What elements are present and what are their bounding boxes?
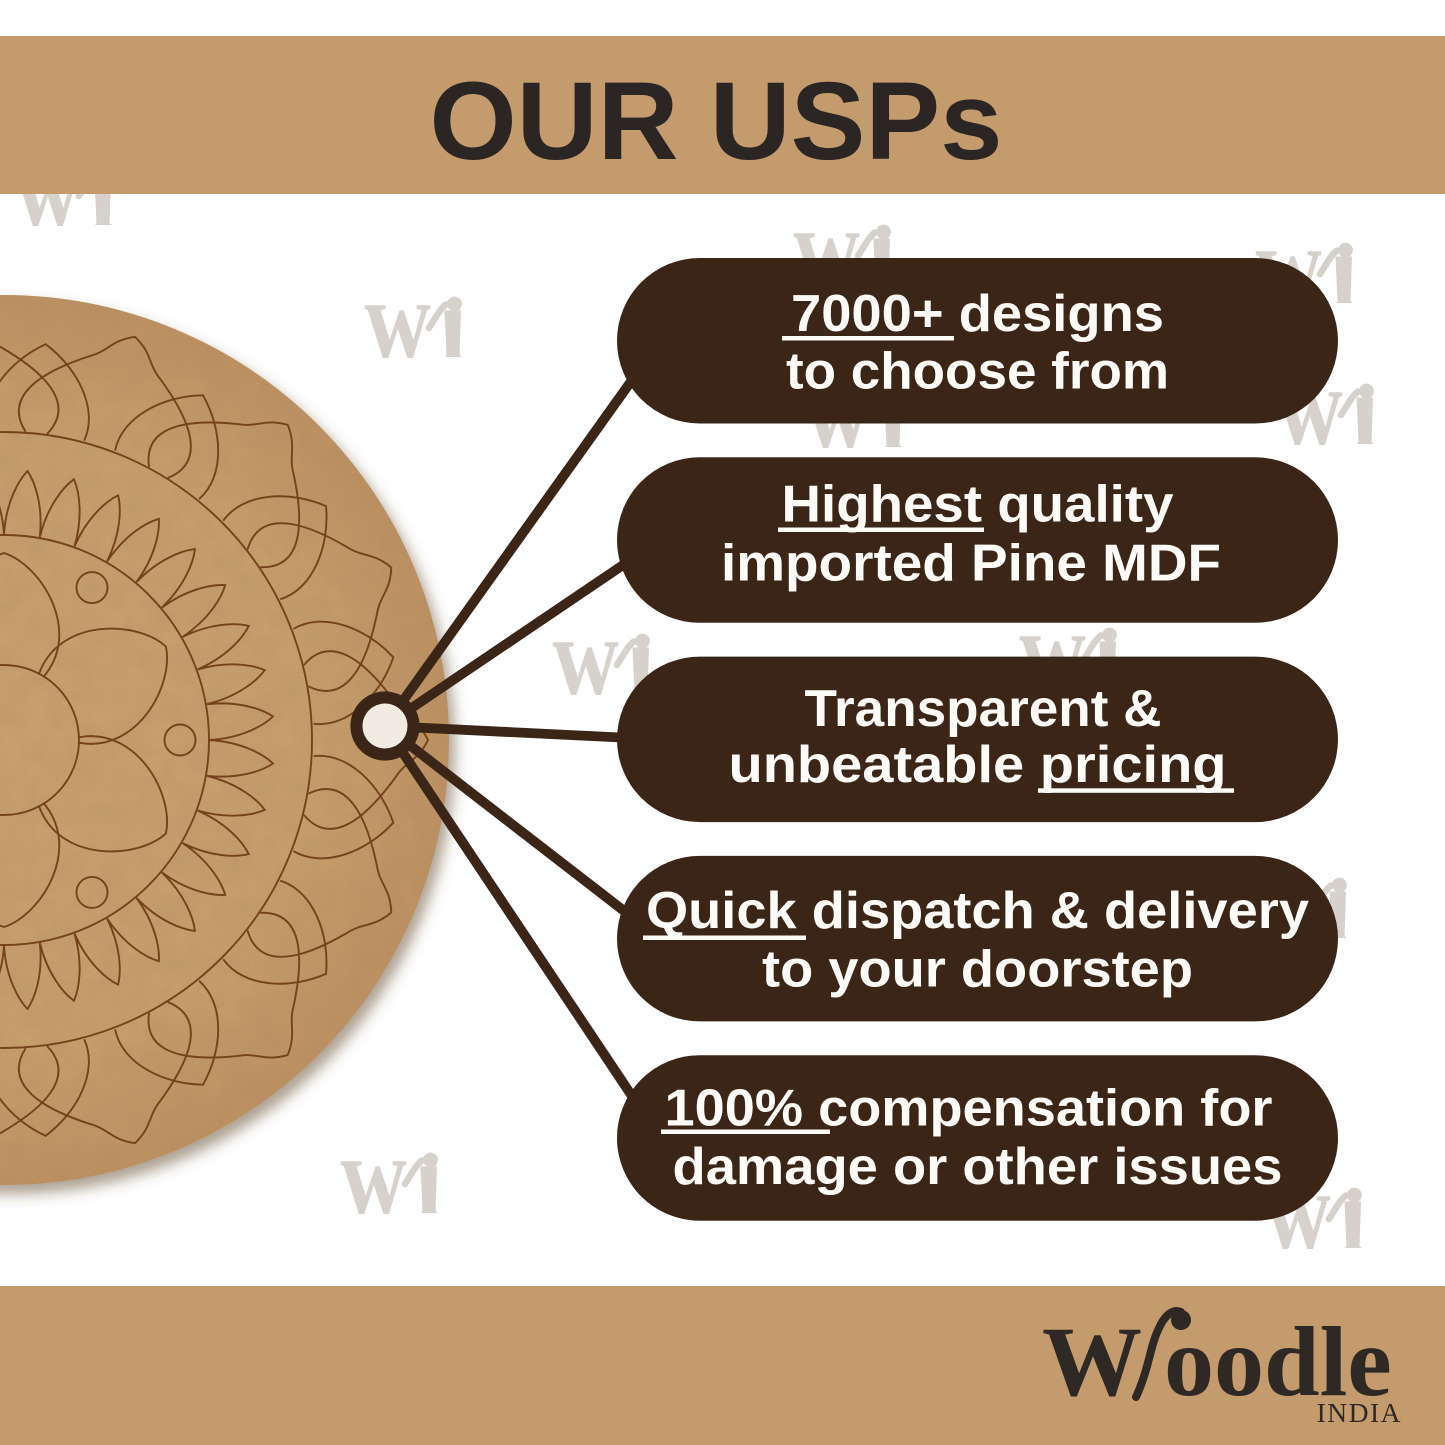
svg-text:damage or other issues: damage or other issues xyxy=(673,1137,1283,1195)
svg-text:to your doorstep: to your doorstep xyxy=(762,939,1193,997)
svg-text:Transparent &: Transparent & xyxy=(805,679,1162,737)
svg-text:to choose from: to choose from xyxy=(786,341,1169,399)
svg-text:Quick dispatch & delivery: Quick dispatch & delivery xyxy=(646,881,1309,939)
svg-text:unbeatable pricing: unbeatable pricing xyxy=(729,735,1227,793)
svg-text:imported Pine MDF: imported Pine MDF xyxy=(721,534,1221,592)
svg-text:W: W xyxy=(1042,1306,1142,1417)
svg-text:Highest quality: Highest quality xyxy=(782,475,1174,533)
svg-text:100% compensation for: 100% compensation for xyxy=(665,1079,1273,1137)
svg-text:7000+ designs: 7000+ designs xyxy=(791,284,1164,342)
svg-text:oodle: oodle xyxy=(1164,1306,1392,1417)
svg-text:OUR USPs: OUR USPs xyxy=(430,60,1003,183)
svg-text:INDIA: INDIA xyxy=(1317,1397,1402,1428)
